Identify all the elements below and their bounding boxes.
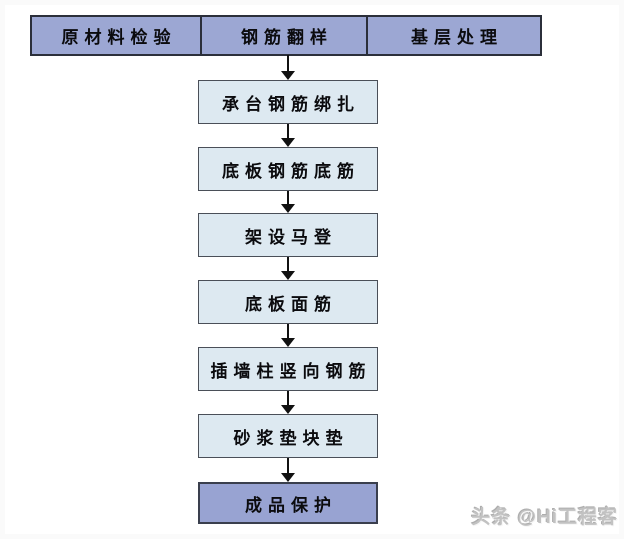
flow-step-pilecap-rebar-tying: 承台钢筋绑扎 xyxy=(198,80,378,124)
arrow-down-icon xyxy=(281,257,295,280)
flow-node-label: 钢筋翻样 xyxy=(241,28,333,47)
flow-step-label: 架设马登 xyxy=(245,227,337,247)
flow-step-rebar-chair-setup: 架设马登 xyxy=(198,213,378,257)
arrow-down-icon xyxy=(281,191,295,213)
arrow-down-icon xyxy=(281,55,295,80)
arrow-down-icon xyxy=(281,458,295,482)
flow-step-finished-product-protection: 成品保护 xyxy=(198,482,378,524)
flow-step-wall-column-vertical-rebar: 插墙柱竖向钢筋 xyxy=(198,347,378,391)
flow-step-label: 承台钢筋绑扎 xyxy=(222,94,360,114)
flow-node-rebar-detailing: 钢筋翻样 xyxy=(200,17,366,54)
flow-step-label: 底板钢筋底筋 xyxy=(222,161,360,181)
flow-step-bottom-slab-bottom-rebar: 底板钢筋底筋 xyxy=(198,147,378,191)
flow-step-bottom-slab-top-rebar: 底板面筋 xyxy=(198,280,378,324)
flow-node-label: 原材料检验 xyxy=(61,28,177,47)
arrow-down-icon xyxy=(281,391,295,414)
arrow-down-icon xyxy=(281,124,295,147)
flow-node-raw-material-inspection: 原材料检验 xyxy=(32,17,200,54)
arrow-down-icon xyxy=(281,324,295,347)
toutiao-watermark: 头条 @Hi工程客 xyxy=(471,507,618,528)
flow-step-label: 底板面筋 xyxy=(245,294,337,314)
flow-step-label: 成品保护 xyxy=(245,495,337,515)
flow-node-base-treatment: 基层处理 xyxy=(366,17,540,54)
flow-node-label: 基层处理 xyxy=(411,28,503,47)
flow-header-row: 原材料检验 钢筋翻样 基层处理 xyxy=(30,15,542,56)
flow-step-label: 砂浆垫块垫 xyxy=(233,428,349,448)
flow-step-mortar-spacer-blocks: 砂浆垫块垫 xyxy=(198,414,378,458)
flow-step-label: 插墙柱竖向钢筋 xyxy=(210,361,372,381)
